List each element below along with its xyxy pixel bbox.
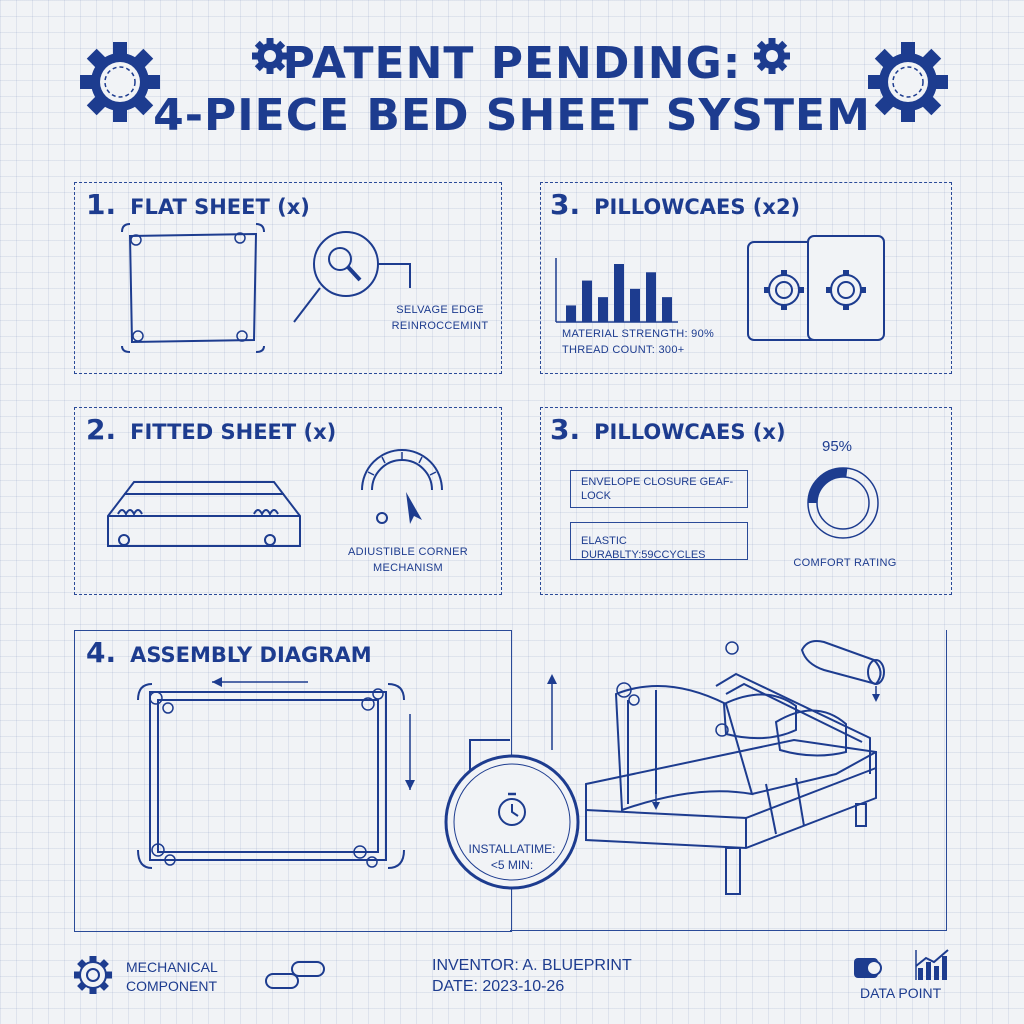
pillowcases-top-title: PILLOWCAES (x2)	[594, 195, 801, 219]
chart-icon	[854, 949, 949, 980]
chart-bar	[614, 264, 624, 322]
fitted-sheet-title: FITTED SHEET (x)	[130, 420, 337, 444]
assembly-sheet-diagram	[137, 677, 415, 869]
fitted-sheet-panel	[74, 407, 502, 595]
flat-sheet-panel	[74, 182, 502, 374]
chart-bar	[566, 305, 576, 322]
donut-caption: COMFORT RATING	[793, 557, 897, 569]
pillowcases-top-number: 3.	[550, 188, 581, 221]
chart-bar	[646, 272, 656, 322]
install-time-line1: INSTALLATIME:	[468, 842, 556, 856]
flat-sheet-title: FLAT SHEET (x)	[130, 195, 310, 219]
flat-sheet-number: 1.	[86, 188, 117, 221]
pillowcases-chart-label-2: THREAD COUNT: 300+	[562, 344, 685, 356]
legend-gear-label: MECHANICAL COMPONENT	[126, 959, 218, 994]
assembly-title: ASSEMBLY DIAGRAM	[130, 643, 372, 667]
bed-icon	[585, 640, 885, 895]
assembly-extended-frame	[510, 630, 947, 931]
chart-bar	[630, 288, 640, 322]
elastic-durability-box: ELASTIC DURABLTY:59CCYCLES	[570, 522, 748, 561]
pillowcases-top-heading: 3. PILLOWCAES (x2)	[550, 188, 800, 221]
comfort-rating-donut	[807, 467, 879, 539]
pillowcases-top-panel	[540, 182, 952, 374]
fitted-sheet-diagram	[107, 481, 301, 547]
header-gear-small-right-icon	[754, 38, 790, 74]
data-point-label: DATA POINT	[860, 985, 942, 1001]
envelope-closure-box: ENVELOPE CLOSURE GEAF-LOCK	[570, 470, 748, 508]
inventor-label: INVENTOR: A. BLUEPRINT	[432, 957, 632, 974]
date-label: DATE: 2023-10-26	[432, 978, 565, 995]
gear-icon	[74, 956, 112, 994]
assembly-number: 4.	[86, 636, 117, 669]
donut-arc	[808, 468, 878, 538]
donut-value: 95%	[822, 438, 853, 455]
pillowcases-bottom-number: 3.	[550, 413, 581, 446]
pillowcase-pair-icon	[747, 235, 885, 341]
pillowcases-bottom-heading: 3. PILLOWCAES (x)	[550, 413, 786, 446]
fitted-sheet-heading: 2. FITTED SHEET (x)	[86, 413, 336, 446]
flat-sheet-diagram	[121, 223, 265, 353]
link-icon	[265, 961, 325, 989]
install-time-line2: <5 MIN:	[490, 858, 534, 872]
pillowcases-bottom-title: PILLOWCAES (x)	[594, 420, 786, 444]
pillowcases-bottom-panel	[540, 407, 952, 595]
flat-sheet-callout: SELVAGE EDGE REINROCCEMINT	[391, 304, 489, 332]
page-title-line1: PATENT PENDING:	[282, 38, 742, 89]
chart-bar	[582, 280, 592, 322]
chart-bar	[662, 297, 672, 322]
gauge-icon	[361, 449, 443, 524]
header-gear-small-left-icon	[252, 38, 288, 74]
assembly-arrows	[469, 674, 557, 780]
material-strength-chart	[555, 258, 678, 323]
stopwatch-icon	[444, 754, 580, 890]
chart-bar	[598, 297, 608, 322]
pillowcases-chart-label-1: MATERIAL STRENGTH: 90%	[562, 328, 715, 340]
assembly-heading: 4. ASSEMBLY DIAGRAM	[86, 636, 372, 669]
page-title-line2: 4-PIECE BED SHEET SYSTEM	[153, 90, 871, 141]
flat-sheet-heading: 1. FLAT SHEET (x)	[86, 188, 310, 221]
header-gear-right-large-icon	[868, 42, 948, 122]
fitted-sheet-number: 2.	[86, 413, 117, 446]
fitted-sheet-callout: ADIUSTIBLE CORNER MECHANISM	[347, 546, 468, 574]
magnifier-icon	[293, 231, 411, 323]
header-gear-left-large-icon	[80, 42, 160, 122]
